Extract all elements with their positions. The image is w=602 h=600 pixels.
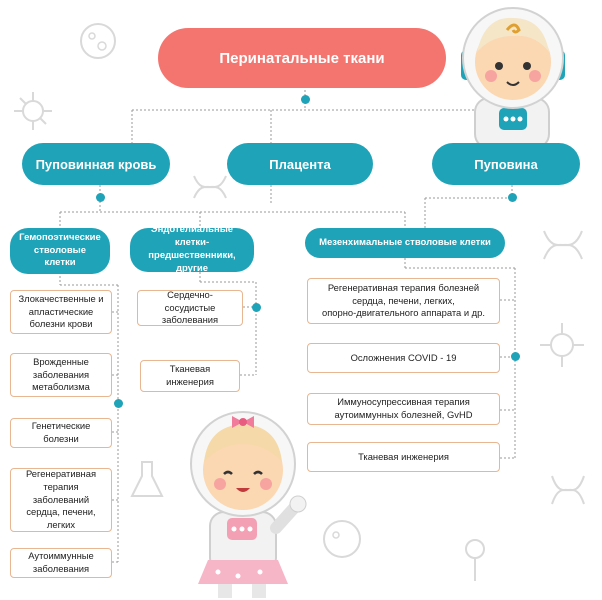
use-box: Регенеративная терапия заболеваний сердц…: [10, 468, 112, 532]
planet-icon: [80, 23, 116, 59]
use-label: Осложнения COVID - 19: [350, 351, 457, 363]
connector-dot: [301, 95, 310, 104]
use-box: Сердечно-сосудистые заболевания: [137, 288, 243, 326]
lab-flask-icon: [465, 539, 485, 581]
cell-type-label: Эндотелиальные клетки-предшественники, д…: [148, 224, 236, 274]
virus-icon: [14, 92, 52, 130]
use-label: Врожденные заболевания метаболизма: [32, 355, 90, 393]
connector-dot: [508, 193, 517, 202]
cell-type-label: Мезенхимальные стволовые клетки: [319, 236, 491, 248]
cell-type-hematopoietic: Гемопоэтические стволовые клетки: [10, 228, 110, 274]
root-label: Перинатальные ткани: [219, 49, 385, 67]
boy-astronaut-icon: [461, 7, 565, 149]
dna-icon: [193, 175, 227, 199]
cell-type-label: Гемопоэтические стволовые клетки: [19, 231, 101, 269]
use-box: Врожденные заболевания метаболизма: [10, 353, 112, 397]
source-label: Плацента: [269, 156, 331, 172]
source-cord-blood: Пуповинная кровь: [22, 143, 170, 185]
use-label: Тканевая инженерия: [166, 363, 214, 387]
use-box: Тканевая инженерия: [307, 442, 500, 472]
use-box: Иммуносупрессивная терапия аутоиммунных …: [307, 393, 500, 425]
dna-icon: [551, 475, 585, 505]
use-label: Тканевая инженерия: [358, 450, 449, 462]
use-label: Злокачественные и апластические болезни …: [18, 292, 104, 330]
connector-dot: [96, 193, 105, 202]
use-box: Регенеративная терапия болезней сердца, …: [307, 278, 500, 324]
use-label: Аутоиммунные заболевания: [28, 550, 94, 574]
source-placenta: Плацента: [227, 143, 373, 185]
use-box: Осложнения COVID - 19: [307, 343, 500, 373]
cell-type-endothelial: Эндотелиальные клетки-предшественники, д…: [130, 224, 254, 274]
source-umbilical-cord: Пуповина: [432, 143, 580, 185]
planet-icon: [323, 520, 361, 558]
use-label: Иммуносупрессивная терапия аутоиммунных …: [334, 396, 473, 420]
cell-type-mesenchymal: Мезенхимальные стволовые клетки: [305, 228, 505, 258]
use-box: Злокачественные и апластические болезни …: [10, 290, 112, 334]
source-label: Пуповина: [474, 156, 538, 172]
use-box: Генетические болезни: [10, 418, 112, 448]
use-label: Генетические болезни: [31, 420, 91, 444]
root-node: Перинатальные ткани: [158, 28, 446, 88]
source-label: Пуповинная кровь: [35, 156, 157, 172]
connector-dot: [511, 352, 520, 361]
use-label: Сердечно-сосудистые заболевания: [161, 288, 219, 326]
use-box: Аутоиммунные заболевания: [10, 548, 112, 578]
use-box: Тканевая инженерия: [140, 360, 240, 392]
use-label: Регенеративная терапия болезней сердца, …: [322, 281, 485, 319]
connector-dot: [252, 303, 261, 312]
use-label: Регенеративная терапия заболеваний сердц…: [25, 468, 97, 531]
virus-icon: [540, 323, 584, 367]
lab-flask-icon: [130, 461, 164, 497]
dna-icon: [543, 230, 583, 260]
connector-dot: [114, 399, 123, 408]
girl-astronaut-icon: [190, 411, 307, 598]
